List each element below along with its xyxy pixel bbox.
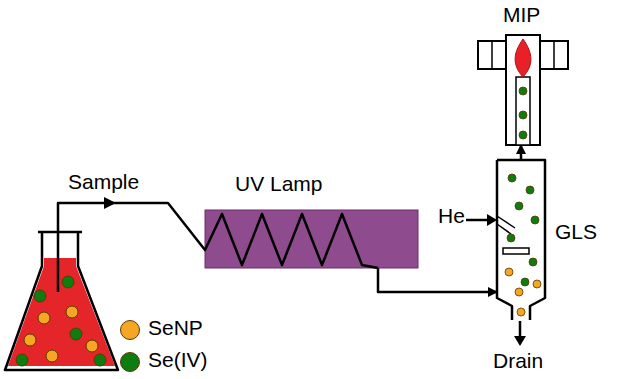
selenite-particle <box>519 87 527 95</box>
torch-tube <box>506 35 540 145</box>
flask <box>5 232 118 370</box>
cavity-division <box>492 41 554 69</box>
uv-lamp: UV Lamp <box>205 210 418 268</box>
legend-swatch <box>120 352 140 372</box>
selenite-particle <box>521 278 529 286</box>
selenite-particle <box>519 131 527 139</box>
inner-tube <box>516 77 530 145</box>
red-solution <box>8 258 115 366</box>
separator-fill <box>497 160 545 320</box>
cavity-plate <box>478 41 568 69</box>
selenite-particle <box>508 174 516 182</box>
nanoparticle <box>533 280 541 288</box>
flow-arrowhead <box>104 197 116 209</box>
nanoparticle <box>505 268 513 276</box>
legend-swatch <box>120 320 140 340</box>
node-heading: MIP <box>503 3 540 27</box>
outlet-label: Drain <box>493 349 543 373</box>
flask-outline <box>5 232 118 370</box>
sample-tube-coil <box>58 203 378 292</box>
gas-label: He <box>438 204 465 228</box>
gas-liquid-separator: GLS <box>497 160 545 320</box>
flow-connector <box>520 145 523 160</box>
selenite-particle <box>529 258 537 266</box>
selenite-particle <box>507 234 515 242</box>
helium-arrowhead <box>487 214 497 226</box>
legend-text: Se(IV) <box>148 348 208 372</box>
drain-arrowhead <box>514 336 526 346</box>
node-heading: UV Lamp <box>235 172 323 196</box>
nanoparticle <box>517 308 525 316</box>
flow-connector <box>378 268 497 292</box>
nanoparticle <box>515 288 523 296</box>
flow-label: Sample <box>68 170 139 194</box>
helium-inlet <box>466 219 489 222</box>
legend-text: SeNP <box>148 316 203 340</box>
selenite-particle <box>515 202 523 210</box>
drain-line <box>519 321 522 338</box>
gas-inlet-tube <box>497 216 515 234</box>
separator-plate <box>503 248 529 254</box>
gas-liquid-separator-shape <box>497 160 545 320</box>
node-heading: GLS <box>555 220 597 244</box>
microwave-plasma-torch: MIP <box>478 35 568 145</box>
selenite-particle <box>519 111 527 119</box>
selenite-particle <box>531 216 539 224</box>
separator-outline <box>497 160 545 320</box>
plasma-flame <box>515 39 531 77</box>
microwave-plasma-torch-shape <box>478 35 568 145</box>
flask-particles <box>16 276 106 366</box>
selenite-particle <box>526 186 534 194</box>
